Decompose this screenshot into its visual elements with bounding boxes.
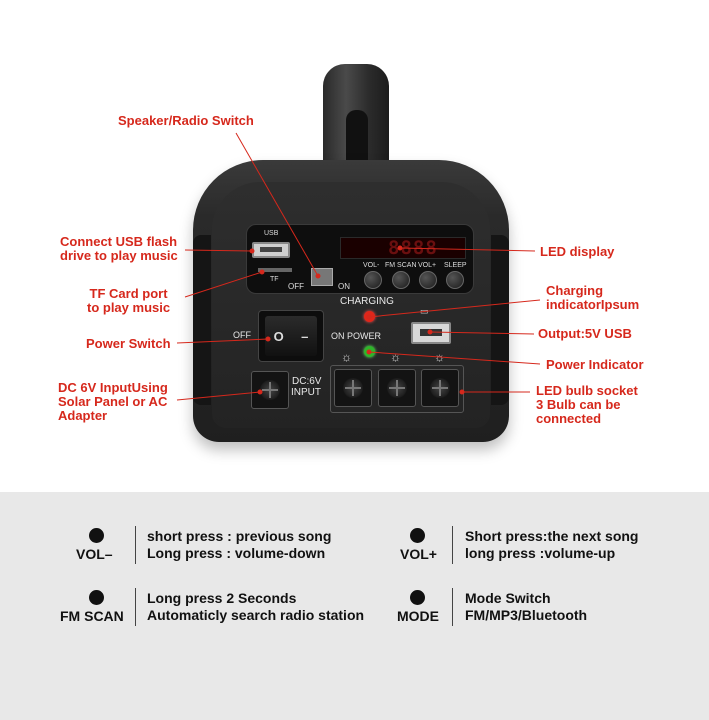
callout-charging-line1: Charging bbox=[546, 283, 604, 298]
socket-inner bbox=[260, 380, 280, 400]
sleep-button[interactable] bbox=[446, 271, 464, 289]
legend-name-vol-plus: VOL+ bbox=[400, 546, 437, 562]
legend-desc-vol-minus-1: short press : previous song bbox=[147, 528, 332, 544]
vol-plus-button[interactable] bbox=[419, 271, 437, 289]
device-side-left bbox=[193, 235, 211, 405]
power-indicator-led bbox=[364, 346, 375, 357]
callout-dc-input: DC 6V InputUsing Solar Panel or AC Adapt… bbox=[58, 381, 168, 423]
legend-separator bbox=[135, 588, 136, 626]
legend-separator bbox=[452, 588, 453, 626]
callout-led-display: LED display bbox=[540, 244, 615, 259]
speaker-radio-switch[interactable] bbox=[311, 268, 333, 286]
switch-off-symbol: O bbox=[273, 328, 284, 344]
button-legend: VOL– short press : previous song Long pr… bbox=[0, 492, 709, 720]
power-off-label: OFF bbox=[233, 330, 251, 340]
led-bulb-socket-group bbox=[330, 365, 464, 413]
legend-name-fm-scan: FM SCAN bbox=[60, 608, 124, 624]
switch-on-label: ON bbox=[338, 282, 350, 291]
led-bulb-socket-2[interactable] bbox=[378, 369, 416, 407]
bulb-icon: ☼ bbox=[341, 350, 352, 364]
control-plate bbox=[246, 224, 474, 294]
product-photo: USB TF OFF ON 8888 VOL- FM SCAN VOL+ SLE… bbox=[58, 64, 644, 442]
callout-tf-card: TF Card port to play music bbox=[87, 287, 170, 315]
callout-tf-card-line1: TF Card port bbox=[89, 286, 168, 301]
callout-charging-line2: indicatorIpsum bbox=[546, 297, 640, 312]
socket-inner bbox=[343, 378, 363, 398]
usb-label: USB bbox=[264, 230, 279, 237]
callout-output-usb: Output:5V USB bbox=[538, 326, 632, 341]
callout-led-bulb-socket: LED bulb socket 3 Bulb can be connected bbox=[536, 384, 638, 426]
dc-input-label-2: INPUT bbox=[291, 387, 321, 398]
legend-desc-mode-2: FM/MP3/Bluetooth bbox=[465, 607, 588, 623]
legend-dot-vol-plus bbox=[410, 528, 425, 543]
legend-separator bbox=[135, 526, 136, 564]
led-digits: 8888 bbox=[388, 237, 438, 259]
bulb-icon: ☼ bbox=[390, 350, 401, 364]
tf-label: TF bbox=[270, 276, 279, 283]
led-bulb-socket-3[interactable] bbox=[421, 369, 459, 407]
legend-desc-fm-scan-1: Long press 2 Seconds bbox=[147, 590, 297, 606]
switch-off-label: OFF bbox=[288, 282, 304, 291]
btn-label-vol-minus: VOL- bbox=[363, 262, 380, 269]
callout-charging-indicator: Charging indicatorIpsum bbox=[546, 284, 639, 312]
btn-label-fm-scan: FM SCAN bbox=[385, 262, 417, 269]
power-switch[interactable]: O – bbox=[265, 316, 317, 356]
on-power-label: ON POWER bbox=[331, 331, 382, 341]
legend-desc-vol-plus-2: long press :volume-up bbox=[465, 545, 616, 561]
legend-name-vol-minus: VOL– bbox=[76, 546, 113, 562]
callout-led-bulb-line3: connected bbox=[536, 411, 602, 426]
callout-power-switch: Power Switch bbox=[86, 336, 171, 351]
btn-label-sleep: SLEEP bbox=[444, 262, 467, 269]
callout-dc-input-line1: DC 6V InputUsing bbox=[58, 380, 168, 395]
callout-tf-card-line2: to play music bbox=[87, 300, 171, 315]
charging-indicator-led bbox=[364, 311, 375, 322]
legend-desc-fm-scan-2: Automaticly search radio station bbox=[147, 607, 365, 623]
dc-input-socket[interactable] bbox=[251, 371, 289, 409]
socket-inner bbox=[430, 378, 450, 398]
device-side-right bbox=[491, 235, 509, 405]
tf-card-slot[interactable] bbox=[258, 268, 292, 272]
callout-led-bulb-line1: LED bulb socket bbox=[536, 383, 638, 398]
callout-usb-flash-line1: Connect USB flash bbox=[60, 234, 178, 249]
fm-scan-button[interactable] bbox=[392, 271, 410, 289]
legend-name-mode: MODE bbox=[397, 608, 439, 624]
legend-dot-mode bbox=[410, 590, 425, 605]
legend-dot-vol-minus bbox=[89, 528, 104, 543]
socket-inner bbox=[387, 378, 407, 398]
legend-desc-mode-1: Mode Switch bbox=[465, 590, 551, 606]
battery-icon: ▭ bbox=[420, 306, 429, 316]
btn-label-vol-plus: VOL+ bbox=[418, 262, 437, 269]
legend-desc-vol-plus-1: Short press:the next song bbox=[465, 528, 639, 544]
charging-label: CHARGING bbox=[340, 296, 394, 307]
bulb-icon: ☼ bbox=[434, 350, 445, 364]
callout-dc-input-line3: Adapter bbox=[58, 408, 108, 423]
usb-output-port[interactable] bbox=[411, 322, 451, 344]
legend-desc-vol-minus-2: Long press : volume-down bbox=[147, 545, 326, 561]
callout-led-bulb-line2: 3 Bulb can be bbox=[536, 397, 621, 412]
callout-usb-flash: Connect USB flash drive to play music bbox=[60, 235, 178, 263]
legend-dot-fm-scan bbox=[89, 590, 104, 605]
callout-speaker-radio-switch: Speaker/Radio Switch bbox=[118, 113, 254, 128]
callout-power-indicator: Power Indicator bbox=[546, 357, 644, 372]
callout-usb-flash-line2: drive to play music bbox=[60, 248, 178, 263]
led-bulb-socket-1[interactable] bbox=[334, 369, 372, 407]
dc-input-label-1: DC:6V bbox=[292, 376, 322, 387]
legend-separator bbox=[452, 526, 453, 564]
switch-on-symbol: – bbox=[301, 328, 309, 344]
usb-input-port[interactable] bbox=[252, 242, 290, 258]
callout-dc-input-line2: Solar Panel or AC bbox=[58, 394, 168, 409]
vol-minus-button[interactable] bbox=[364, 271, 382, 289]
